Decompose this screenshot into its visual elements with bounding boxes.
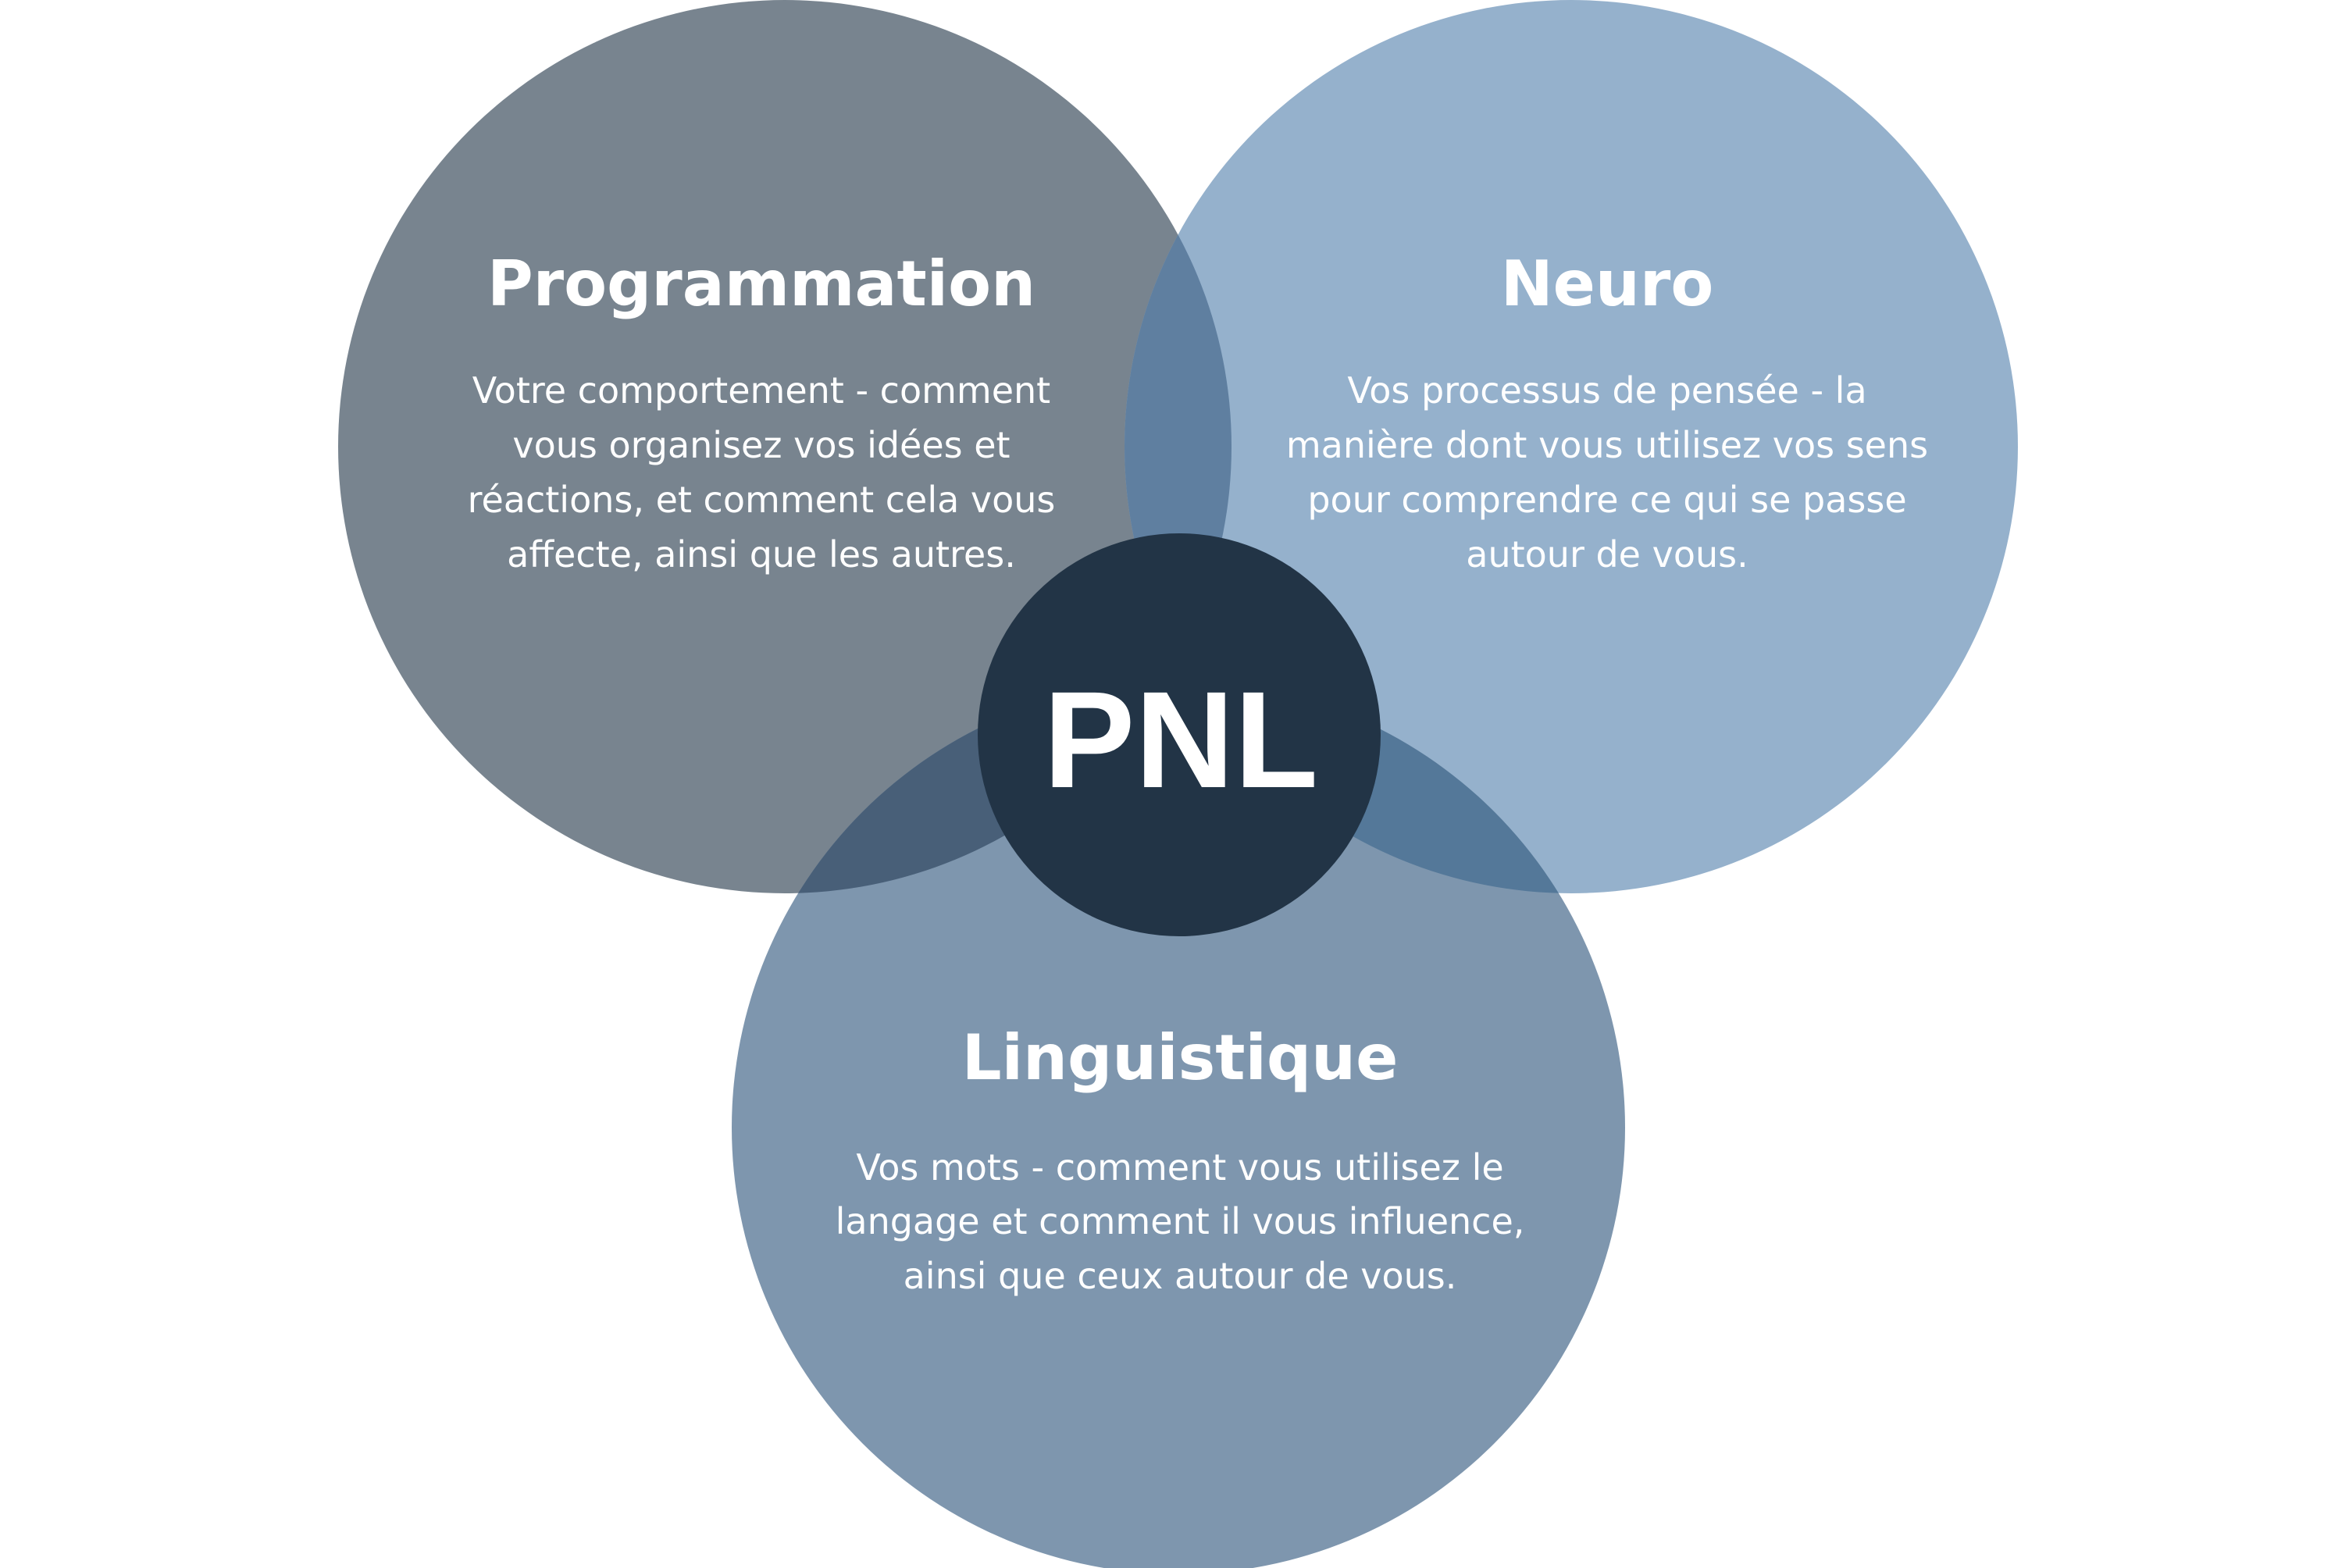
linguistique-title: Linguistique <box>962 1021 1399 1094</box>
neuro-text-line: manière dont vous utilisez vos sens <box>1286 424 1928 466</box>
neuro-text-line: autour de vous. <box>1466 533 1748 576</box>
center-label: PNL <box>1043 664 1318 817</box>
linguistique-text-line: ainsi que ceux autour de vous. <box>904 1255 1457 1297</box>
circle-linguistique <box>732 681 1625 1568</box>
programmation-text-line: Votre comportement - comment <box>472 369 1050 412</box>
neuro-title: Neuro <box>1501 248 1714 320</box>
center-circle <box>978 533 1381 936</box>
programmation-title: Programmation <box>487 248 1035 320</box>
neuro-text-line: Vos processus de pensée - la <box>1347 369 1866 412</box>
programmation-text-line: affecte, ainsi que les autres. <box>507 533 1016 576</box>
linguistique-text-line: Vos mots - comment vous utilisez le <box>856 1146 1503 1188</box>
programmation-text-line: vous organisez vos idées et <box>512 424 1010 466</box>
neuro-text-line: pour comprendre ce qui se passe <box>1307 479 1906 521</box>
programmation-text-line: réactions, et comment cela vous <box>468 479 1056 521</box>
linguistique-text-line: langage et comment il vous influence, <box>836 1200 1525 1242</box>
